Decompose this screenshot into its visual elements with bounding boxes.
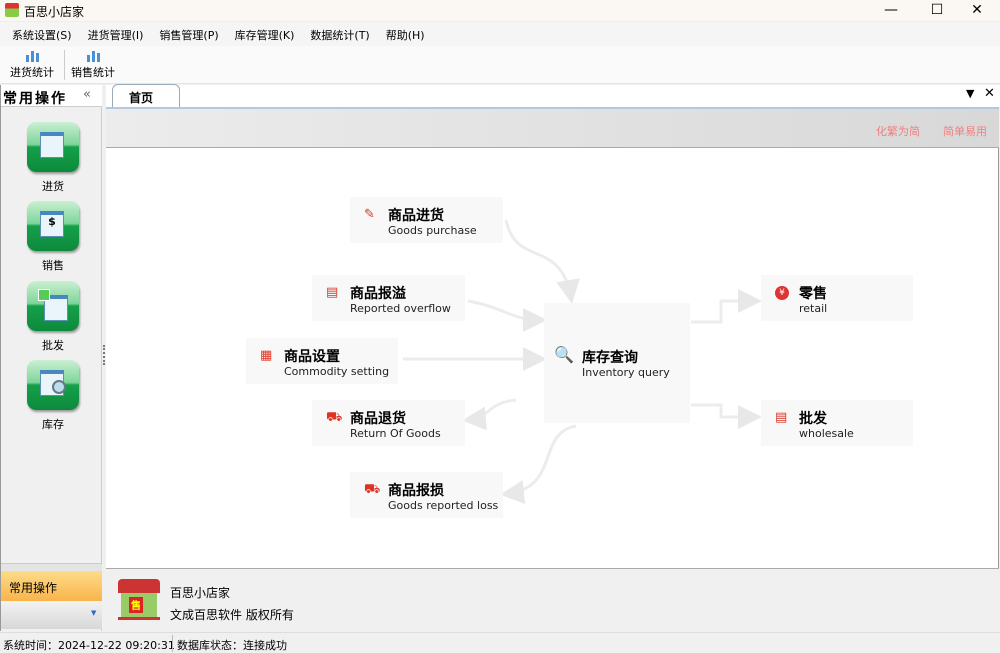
close-tab-icon[interactable]: ✕ <box>984 86 995 101</box>
report-check-icon: ▤ <box>326 285 339 300</box>
system-time: 系统时间：2024-12-22 09:20:31 <box>3 639 175 652</box>
arrow-purchase-to-inventory <box>504 219 580 304</box>
toolbar: 进货统计 销售统计 <box>0 46 1000 84</box>
menu-purchase[interactable]: 进货管理(I) <box>87 29 144 42</box>
sidebar-item-sales[interactable]: $ 销售 <box>26 201 80 273</box>
toolbar-divider <box>64 50 65 80</box>
sales-stats-label: 销售统计 <box>71 66 115 79</box>
bar-chart-icon <box>87 51 100 62</box>
document-search-icon <box>27 360 79 410</box>
shop-logo-icon: 售 <box>118 579 160 621</box>
arrow-overflow-to-inventory <box>467 299 547 332</box>
menu-statistics[interactable]: 数据统计(T) <box>310 29 370 42</box>
sidebar-item-label: 批发 <box>42 339 64 352</box>
purchase-stats-button[interactable]: 进货统计 <box>10 50 54 80</box>
tab-common-operations[interactable]: 常用操作 <box>1 571 102 601</box>
flow-subtitle: Return Of Goods <box>350 427 441 440</box>
flow-title: 商品设置 <box>284 349 340 365</box>
cart-icon: ⛟ <box>326 410 343 425</box>
flow-title: 商品报损 <box>388 483 444 499</box>
slogan-simplify: 化繁为简 <box>876 125 920 138</box>
menu-system-settings[interactable]: 系统设置(S) <box>12 29 72 42</box>
window-title: 百思小店家 <box>24 5 85 19</box>
flow-wholesale[interactable]: ▤ 批发 wholesale <box>761 400 913 446</box>
splitter-handle[interactable] <box>103 345 105 365</box>
menu-help[interactable]: 帮助(H) <box>385 29 425 42</box>
flow-commodity-setting[interactable]: ▦ 商品设置 Commodity setting <box>246 338 398 384</box>
flow-retail[interactable]: ¥ 零售 retail <box>761 275 913 321</box>
arrow-inventory-to-loss <box>500 424 577 504</box>
sidebar-item-purchase[interactable]: 进货 <box>26 122 80 194</box>
flow-subtitle: Commodity setting <box>284 365 390 378</box>
flow-subtitle: Inventory query <box>582 366 670 379</box>
sidebar-item-label: 销售 <box>42 259 64 272</box>
sidebar-item-wholesale[interactable]: 批发 <box>26 281 80 353</box>
yen-coin-icon: ¥ <box>775 286 789 300</box>
bar-chart-icon <box>26 51 39 62</box>
footer: 售 百思小店家 文成百思软件 版权所有 <box>106 568 999 630</box>
shop-logo-text: 售 <box>129 597 143 613</box>
close-button[interactable]: ✕ <box>971 2 983 18</box>
flow-title: 批发 <box>799 411 827 427</box>
purchase-stats-label: 进货统计 <box>10 66 54 79</box>
cart-icon: ⛟ <box>364 482 381 497</box>
panel-resize-grip[interactable] <box>1 563 102 571</box>
document-export-icon <box>27 281 79 331</box>
sidebar-item-inventory[interactable]: 库存 <box>26 360 80 432</box>
flow-goods-purchase[interactable]: ✎ 商品进货 Goods purchase <box>350 197 503 243</box>
tab-list-dropdown-icon[interactable]: ▼ <box>966 87 975 100</box>
flow-reported-overflow[interactable]: ▤ 商品报溢 Reported overflow <box>312 275 465 321</box>
status-divider <box>172 635 173 652</box>
flow-arrows <box>403 219 762 504</box>
slogan-easy-to-use: 简单易用 <box>943 125 987 138</box>
menu-inventory[interactable]: 库存管理(K) <box>234 29 295 42</box>
flow-subtitle: Reported overflow <box>350 302 451 315</box>
sidebar-title: 常用操作 <box>3 91 67 107</box>
notepad-icon: ▦ <box>260 348 273 363</box>
sidebar-header: 常用操作 « <box>1 85 102 107</box>
flow-inventory-query[interactable]: 🔍 库存查询 Inventory query <box>544 303 690 423</box>
notepad-pencil-icon <box>27 122 79 172</box>
flow-return-of-goods[interactable]: ⛟ 商品退货 Return Of Goods <box>312 400 465 446</box>
maximize-button[interactable]: ☐ <box>930 2 944 18</box>
flow-subtitle: retail <box>799 302 828 315</box>
menu-sales[interactable]: 销售管理(P) <box>159 29 219 42</box>
sidebar-item-label: 库存 <box>42 418 64 431</box>
tab-home[interactable]: 首页 <box>112 84 180 108</box>
chevron-down-icon[interactable]: ▼ <box>91 609 97 617</box>
menu-bar: 系统设置(S) 进货管理(I) 销售管理(P) 库存管理(K) 数据统计(T) … <box>0 22 1000 46</box>
flow-subtitle: Goods purchase <box>388 224 477 237</box>
status-bar: 系统时间：2024-12-22 09:20:31 数据库状态：连接成功 <box>0 632 1000 653</box>
collapse-sidebar-button[interactable]: « <box>83 87 91 102</box>
arrow-inventory-to-retail <box>691 289 762 324</box>
footer-app-name: 百思小店家 <box>170 586 231 600</box>
sales-stats-button[interactable]: 销售统计 <box>71 50 115 80</box>
flow-subtitle: Goods reported loss <box>388 499 499 512</box>
flow-title: 零售 <box>799 286 827 302</box>
purchase-form-icon: ✎ <box>364 207 375 222</box>
flow-title: 商品报溢 <box>350 286 406 302</box>
flow-title: 商品进货 <box>388 208 444 224</box>
slogan-banner: 化繁为简 简单易用 <box>106 107 999 148</box>
database-status: 数据库状态：连接成功 <box>177 639 287 652</box>
flow-subtitle: wholesale <box>799 427 854 440</box>
arrow-inventory-to-return <box>462 398 517 431</box>
ledger-dollar-icon: $ <box>27 201 79 251</box>
workflow-canvas: ✎ 商品进货 Goods purchase ▤ 商品报溢 Reported ov… <box>106 148 999 568</box>
title-bar: 百思小店家 — ☐ ✕ <box>0 0 1000 22</box>
footer-copyright: 文成百思软件 版权所有 <box>170 608 294 622</box>
flow-title: 库存查询 <box>582 350 638 366</box>
report-check-icon: ▤ <box>775 410 788 425</box>
sidebar-item-label: 进货 <box>42 180 64 193</box>
document-search-icon: 🔍 <box>554 345 574 364</box>
sidebar: 常用操作 « 进货 $ 销售 批发 库存 常用操作 ▼ <box>0 85 102 631</box>
minimize-button[interactable]: — <box>884 2 898 18</box>
flow-goods-reported-loss[interactable]: ⛟ 商品报损 Goods reported loss <box>350 472 503 518</box>
arrow-inventory-to-wholesale <box>691 403 762 429</box>
sidebar-overflow-bar: ▼ <box>1 601 102 629</box>
flow-title: 商品退货 <box>350 411 406 427</box>
tab-strip: ▼ ✕ <box>106 85 1000 107</box>
app-logo-icon <box>5 3 19 17</box>
